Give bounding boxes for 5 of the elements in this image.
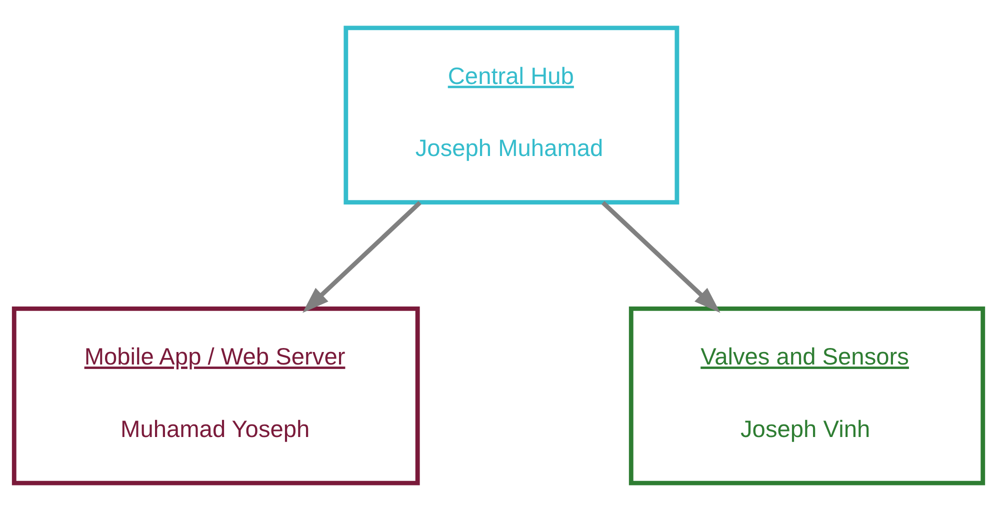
node-box: Central Hub Joseph Muhamad [344,25,680,204]
node-box: Mobile App / Web Server Muhamad Yoseph [12,306,420,485]
node-box: Valves and Sensors Joseph Vinh [628,306,986,485]
arrow [601,200,720,312]
arrow [302,200,422,312]
